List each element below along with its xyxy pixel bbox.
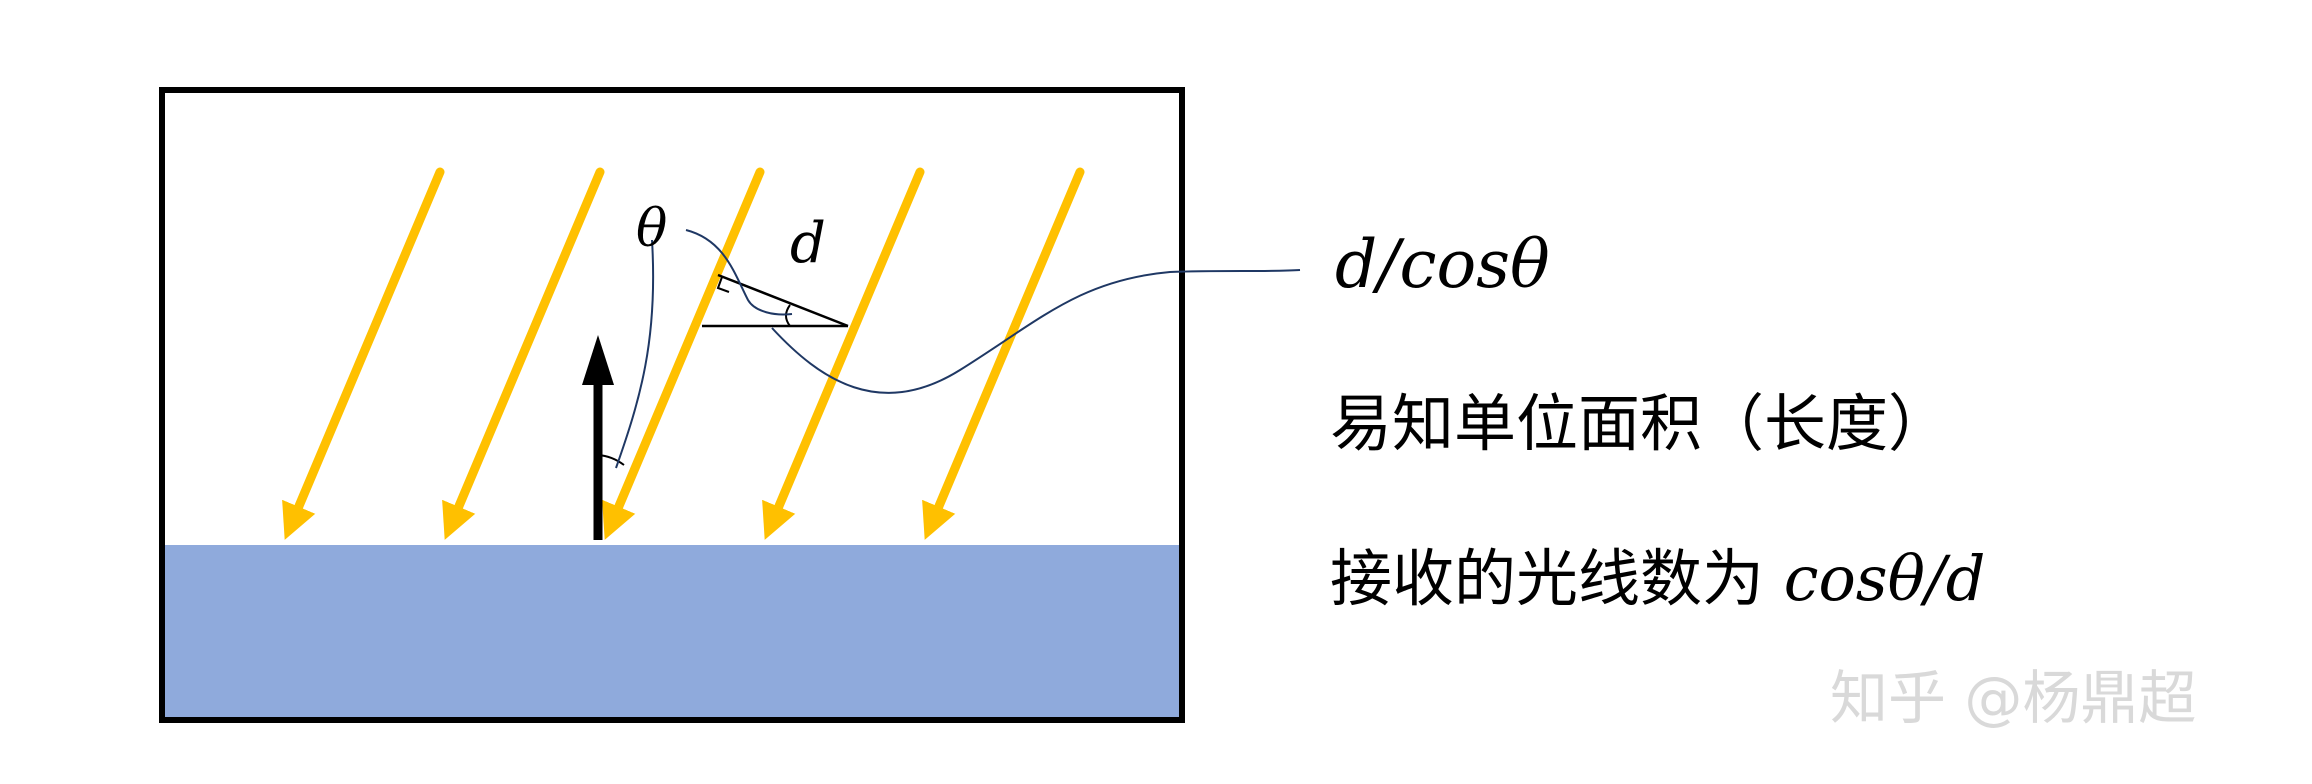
normal-arrow: [582, 335, 614, 540]
theta-leader-line: [615, 239, 655, 469]
ray-count-formula: cosθ/d: [1784, 542, 1986, 615]
theta-label: θ: [636, 199, 667, 259]
theta-triangle-leader-line: [685, 229, 793, 316]
d-over-cos-leader-line: [771, 269, 1301, 394]
spacing-triangle: [702, 273, 849, 328]
unit-area-text: 易知单位面积（长度）: [1330, 387, 1950, 460]
light-ray-arrow: [442, 167, 605, 540]
d-over-cos-formula: d/cosθ: [1335, 226, 1550, 303]
light-ray-arrow: [282, 167, 445, 540]
watermark: 知乎 @杨鼎超: [1830, 664, 2196, 732]
normal-angle-arc: [597, 454, 625, 466]
light-ray-arrow: [602, 167, 765, 540]
ray-count-text: 接收的光线数为 cosθ/d: [1330, 542, 1986, 615]
light-ray-arrow: [762, 167, 925, 540]
light-rays: [282, 167, 1085, 540]
ground-surface: [162, 545, 1182, 720]
light-ray-arrow: [922, 167, 1085, 540]
ray-count-prefix: 接收的光线数为: [1330, 542, 1784, 615]
diagram-frame: [159, 87, 1185, 723]
d-label: d: [790, 211, 826, 276]
